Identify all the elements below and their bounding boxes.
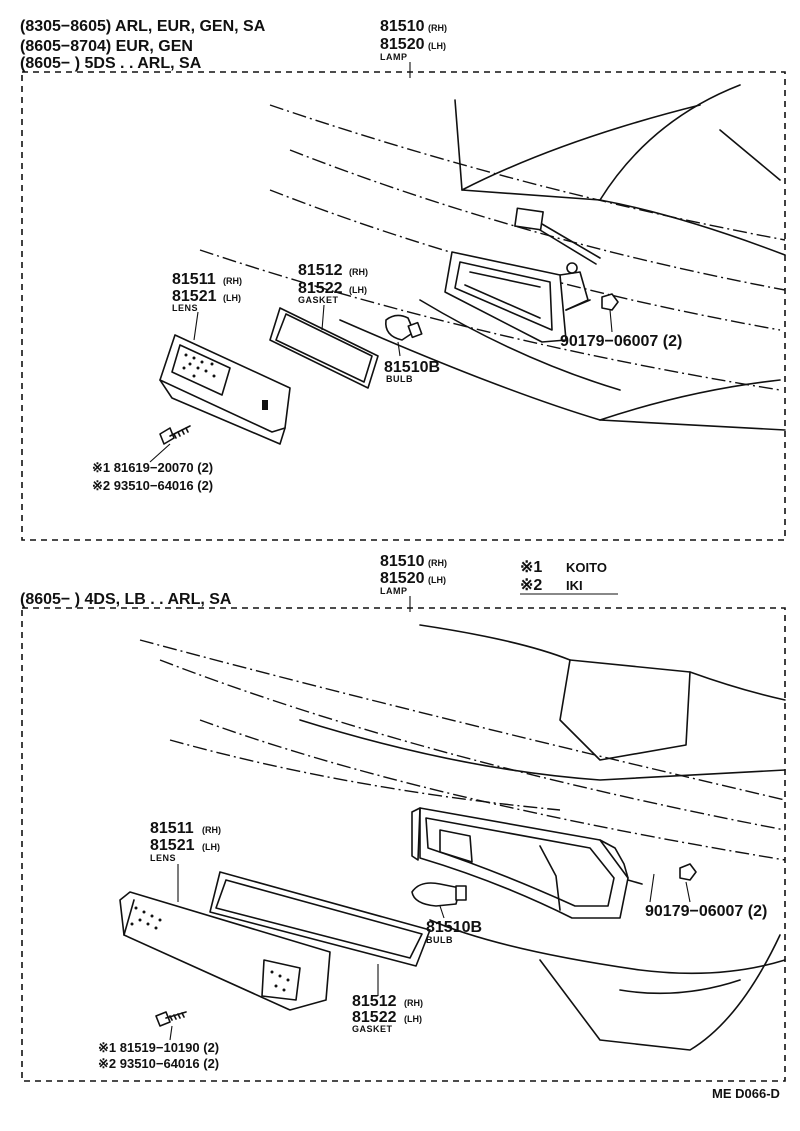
top-gasket-lh-number: 81522	[298, 280, 343, 297]
top-panel-border	[21, 71, 786, 541]
bottom-bulb-caption: BULB	[426, 935, 453, 945]
top-bulb: 81510B BULB	[384, 314, 440, 384]
top-applicability: (8305−8605) ARL, EUR, GEN, SA (8605−8704…	[20, 18, 266, 72]
bottom-gasket-caption: GASKET	[352, 1024, 393, 1034]
top-applicability-line-3: (8605− ) 5DS . . ARL, SA	[20, 55, 202, 72]
top-applicability-line-1: (8305−8605) ARL, EUR, GEN, SA	[20, 18, 266, 35]
top-gasket-rh-number: 81512	[298, 262, 343, 279]
legend-mark-1: ※1	[520, 559, 542, 576]
bottom-nut: 90179−06007 (2)	[645, 863, 767, 920]
bottom-panel-border	[21, 607, 786, 1082]
top-lamp-rh-number: 81510	[380, 18, 425, 35]
top-lens	[159, 334, 291, 445]
top-lamp-lh-tag: (LH)	[428, 41, 446, 51]
top-screw-iki-label: ※2 93510−64016 (2)	[92, 478, 213, 493]
bottom-lens	[119, 891, 331, 1011]
bottom-lamp-housing	[411, 807, 643, 919]
bottom-nut-label: 90179−06007 (2)	[645, 903, 767, 920]
bottom-screw	[155, 1011, 187, 1041]
bottom-gasket-lh-tag: (LH)	[404, 1014, 422, 1024]
bottom-lens-dots	[130, 906, 290, 992]
bottom-lens-caption: LENS	[150, 853, 176, 863]
bottom-lens-lh-number: 81521	[150, 837, 195, 854]
top-lamp-caption: LAMP	[380, 52, 408, 62]
bottom-lamp-label: 81510 (RH) 81520 (LH) LAMP	[380, 553, 447, 596]
top-bulb-number: 81510B	[384, 359, 440, 376]
top-lens-dots	[182, 353, 216, 378]
top-gasket-rh-tag: (RH)	[349, 267, 368, 277]
bottom-gasket-lh-number: 81522	[352, 1009, 397, 1026]
bottom-lamp-lh-tag: (LH)	[428, 575, 446, 585]
top-lens-label: 81511 (RH) 81521 (LH) LENS	[172, 271, 242, 313]
bottom-lens-rh-tag: (RH)	[202, 825, 221, 835]
top-applicability-line-2: (8605−8704) EUR, GEN	[20, 38, 193, 55]
bottom-applicability: (8605− ) 4DS, LB . . ARL, SA	[20, 591, 232, 608]
top-screw-koito-label: ※1 81619−20070 (2)	[92, 460, 213, 475]
top-gasket-caption: GASKET	[298, 295, 339, 305]
top-lamp-rh-tag: (RH)	[428, 23, 447, 33]
bottom-gasket	[209, 871, 431, 967]
bottom-bulb: 81510B BULB	[411, 882, 482, 945]
footer-code: ME D066-D	[712, 1086, 780, 1101]
top-gasket-leader	[321, 304, 325, 331]
top-lens-leader	[193, 311, 199, 341]
top-nut: 90179−06007 (2)	[560, 293, 682, 350]
top-lens-caption: LENS	[172, 303, 198, 313]
top-lamp-label: 81510 (RH) 81520 (LH) LAMP	[380, 18, 447, 62]
legend-maker-2: IKI	[566, 578, 583, 593]
top-gasket	[269, 307, 379, 389]
bottom-lamp-lh-number: 81520	[380, 570, 425, 587]
legend-mark-2: ※2	[520, 577, 542, 594]
bottom-lamp-caption: LAMP	[380, 586, 408, 596]
top-connector	[514, 207, 601, 265]
top-gasket-lh-tag: (LH)	[349, 285, 367, 295]
bottom-lens-lh-tag: (LH)	[202, 842, 220, 852]
top-lens-lh-tag: (LH)	[223, 293, 241, 303]
top-nut-label: 90179−06007 (2)	[560, 333, 682, 350]
top-car-body	[199, 84, 786, 431]
top-lens-lh-number: 81521	[172, 288, 217, 305]
bottom-lens-rh-number: 81511	[150, 820, 194, 837]
bottom-gasket-rh-tag: (RH)	[404, 998, 423, 1008]
bottom-lamp-rh-number: 81510	[380, 553, 425, 570]
bottom-car-body	[139, 624, 786, 1051]
bottom-screw-koito-label: ※1 81519−10190 (2)	[98, 1040, 219, 1055]
bottom-screw-iki-label: ※2 93510−64016 (2)	[98, 1056, 219, 1071]
top-bulb-caption: BULB	[386, 374, 413, 384]
bottom-gasket-rh-number: 81512	[352, 993, 397, 1010]
maker-legend: ※1 KOITO ※2 IKI	[520, 559, 618, 595]
top-lens-rh-number: 81511	[172, 271, 216, 288]
top-gasket-label: 81512 (RH) 81522 (LH) GASKET	[298, 262, 368, 305]
bottom-lamp-rh-tag: (RH)	[428, 558, 447, 568]
top-screw	[149, 425, 191, 463]
bottom-lens-label: 81511 (RH) 81521 (LH) LENS	[150, 820, 221, 863]
legend-maker-1: KOITO	[566, 560, 607, 575]
top-lens-rh-tag: (RH)	[223, 276, 242, 286]
top-lamp-lh-number: 81520	[380, 36, 425, 53]
bottom-gasket-label: 81512 (RH) 81522 (LH) GASKET	[352, 993, 423, 1034]
bottom-bulb-number: 81510B	[426, 919, 482, 936]
top-lamp-housing	[444, 251, 591, 343]
